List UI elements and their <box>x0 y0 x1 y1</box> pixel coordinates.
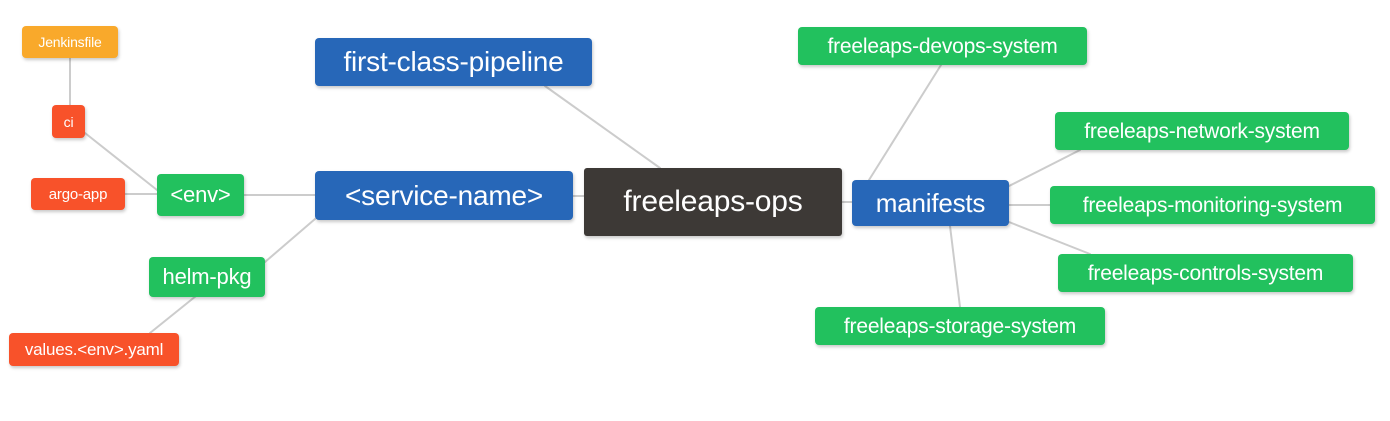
mindmap-node-freeleaps-network-system[interactable]: freeleaps-network-system <box>1055 112 1349 150</box>
edge-values-env-yaml-to-helm-pkg <box>149 295 197 334</box>
mindmap-node-freeleaps-monitoring-system[interactable]: freeleaps-monitoring-system <box>1050 186 1375 224</box>
mindmap-node-freeleaps-ops[interactable]: freeleaps-ops <box>584 168 842 236</box>
mindmap-node-freeleaps-controls-system[interactable]: freeleaps-controls-system <box>1058 254 1353 292</box>
edge-ci-to-env <box>84 132 158 191</box>
mindmap-node-values-env-yaml[interactable]: values.<env>.yaml <box>9 333 179 366</box>
mindmap-node-env[interactable]: <env> <box>157 174 244 216</box>
mindmap-node-argo-app[interactable]: argo-app <box>31 178 125 210</box>
mindmap-node-freeleaps-storage-system[interactable]: freeleaps-storage-system <box>815 307 1105 345</box>
mindmap-node-manifests[interactable]: manifests <box>852 180 1009 226</box>
mindmap-node-ci[interactable]: ci <box>52 105 85 138</box>
edge-manifests-to-freeleaps-storage-system <box>949 225 961 308</box>
mindmap-node-helm-pkg[interactable]: helm-pkg <box>149 257 265 297</box>
mindmap-node-first-class-pipeline[interactable]: first-class-pipeline <box>315 38 592 86</box>
edge-helm-pkg-to-service-name <box>264 218 316 263</box>
edge-manifests-to-freeleaps-controls-system <box>1008 221 1091 255</box>
mindmap-node-jenkinsfile[interactable]: Jenkinsfile <box>22 26 118 58</box>
mindmap-node-freeleaps-devops-system[interactable]: freeleaps-devops-system <box>798 27 1087 65</box>
mindmap-node-service-name[interactable]: <service-name> <box>315 171 573 220</box>
edge-first-class-pipeline-to-freeleaps-ops <box>544 85 661 169</box>
edge-manifests-to-freeleaps-network-system <box>1008 149 1081 187</box>
edge-freeleaps-devops-system-to-manifests <box>868 64 942 181</box>
